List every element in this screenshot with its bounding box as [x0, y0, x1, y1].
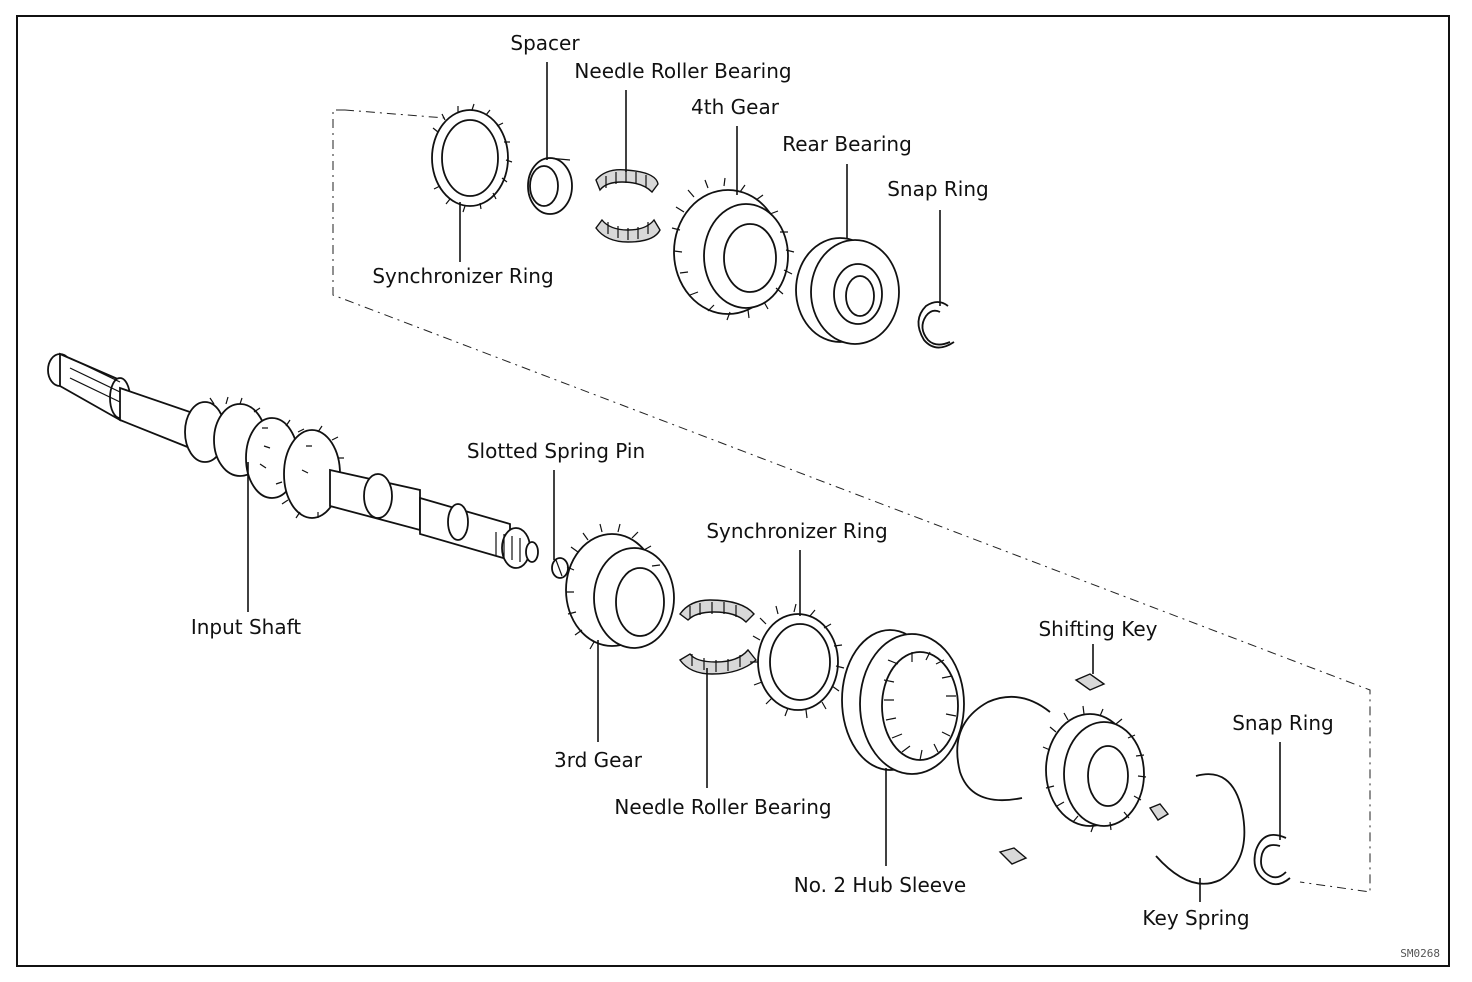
shifting-key-lower: [998, 847, 1028, 865]
label-hub-sleeve: No. 2 Hub Sleeve: [794, 873, 966, 897]
label-shifting-key: Shifting Key: [1038, 617, 1157, 641]
clutch-hub: [1042, 705, 1147, 833]
label-snap-ring-top: Snap Ring: [887, 177, 989, 201]
diagram-frame: [16, 15, 1450, 967]
spacer: [527, 157, 573, 215]
key-spring-right: [1155, 773, 1246, 885]
label-key-spring: Key Spring: [1142, 906, 1249, 930]
shifting-key-upper: [1074, 673, 1106, 691]
label-needle-roller-bearing-bottom: Needle Roller Bearing: [614, 795, 831, 819]
label-slotted-spring-pin: Slotted Spring Pin: [467, 439, 645, 463]
label-rear-bearing: Rear Bearing: [782, 132, 912, 156]
no2-hub-sleeve: [841, 629, 965, 775]
label-input-shaft: Input Shaft: [191, 615, 301, 639]
synchronizer-ring-mid: [750, 603, 845, 719]
key-spring-left: [956, 695, 1051, 802]
snap-ring-top: [917, 301, 955, 349]
input-shaft: [47, 352, 539, 569]
label-fourth-gear: 4th Gear: [691, 95, 780, 119]
leader-lines: [247, 62, 1281, 902]
needle-roller-bearing-bottom: [678, 599, 757, 675]
rear-bearing: [795, 237, 900, 345]
callout-labels: Spacer Needle Roller Bearing 4th Gear Re…: [191, 31, 1440, 960]
label-synchronizer-ring-mid: Synchronizer Ring: [706, 519, 887, 543]
assembly-guide-lines: [332, 109, 1371, 893]
slotted-spring-pin: [551, 557, 569, 579]
label-needle-roller-bearing-top: Needle Roller Bearing: [574, 59, 791, 83]
label-snap-ring-bottom: Snap Ring: [1232, 711, 1334, 735]
label-third-gear: 3rd Gear: [554, 748, 643, 772]
snap-ring-bottom: [1253, 834, 1291, 886]
synchronizer-ring-top: [431, 103, 513, 213]
fourth-gear: [671, 177, 795, 321]
label-synchronizer-ring-top: Synchronizer Ring: [372, 264, 553, 288]
figure-code: SM0268: [1400, 947, 1440, 960]
label-spacer: Spacer: [510, 31, 580, 55]
shifting-key-side: [1148, 803, 1170, 821]
needle-roller-bearing-top: [595, 169, 661, 243]
third-gear: [565, 523, 675, 650]
